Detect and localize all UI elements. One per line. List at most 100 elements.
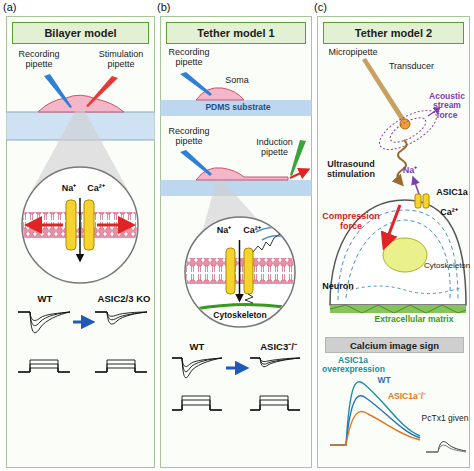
stimulus-trace <box>95 368 147 372</box>
calcium-trace <box>426 442 466 452</box>
genotype-label: ASIC2/3 KO <box>96 294 152 304</box>
ion-label: Na⁺ <box>58 184 80 194</box>
section-band: Calcium image sign <box>325 337 464 353</box>
ion-flow-arrow <box>414 180 419 194</box>
trace-label: ASIC1a⁻/⁻ <box>382 392 432 401</box>
channel <box>226 248 235 294</box>
current-trace <box>18 312 70 333</box>
ion-flow-arrow <box>79 198 81 258</box>
ion-label: Ca²⁺ <box>84 184 108 194</box>
ion-label: Na⁺ <box>213 226 235 236</box>
stimulus-trace <box>172 405 222 410</box>
current-trace <box>172 358 222 372</box>
title-text: Calcium image sign <box>350 340 439 351</box>
lipid-bilayer <box>20 212 142 238</box>
callout-circle <box>22 167 138 283</box>
cell <box>38 95 124 112</box>
pipette-label: Induction pipette <box>252 138 297 158</box>
tension-arrow <box>33 224 63 227</box>
structure-label: Extracellular matrix <box>364 315 464 324</box>
stimulus-trace <box>172 396 222 410</box>
genotype-label: WT <box>30 294 60 304</box>
panel-title-box: Bilayer model <box>12 22 149 44</box>
stimulus-trace <box>250 396 300 410</box>
trace-label: PcTx1 given <box>420 414 470 423</box>
calcium-trace <box>330 411 420 445</box>
pipette-label: Stimulation pipette <box>92 50 150 70</box>
ultrasound-wave <box>397 140 406 182</box>
device-label: Transducer <box>384 62 439 72</box>
force-label: Acoustic stream force <box>424 92 470 120</box>
channel <box>244 248 253 294</box>
panel-b-art <box>161 72 312 410</box>
stimulus-trace <box>95 364 147 372</box>
ion-label: Na⁺ <box>399 166 421 176</box>
stimulus-trace <box>18 368 70 372</box>
panel-title-box: Tether model 1 <box>166 22 306 44</box>
genotype-label: WT <box>182 342 212 352</box>
panel-a-art <box>7 74 155 372</box>
ion-flow-arrow <box>239 240 241 298</box>
pipette-label: Micropipette <box>322 48 384 58</box>
stimulus-trace <box>172 396 300 410</box>
pipette-label: Recording pipette <box>14 50 64 70</box>
ion-label: Ca²⁺ <box>436 208 462 218</box>
force-label: Compression force <box>322 212 380 232</box>
cytoskeleton-fiber <box>195 304 285 309</box>
pull-arrow <box>290 171 305 178</box>
extracellular-fiber <box>256 227 292 234</box>
title-text: Tether model 2 <box>355 27 432 39</box>
channel-label: ASIC1a <box>434 188 470 198</box>
matrix-fiber <box>330 305 466 313</box>
channel <box>84 200 94 250</box>
cytoskeleton-fiber <box>346 220 450 298</box>
title-text: Tether model 1 <box>197 27 274 39</box>
current-trace <box>172 358 300 378</box>
cell-label: Neuron <box>320 282 356 292</box>
recording-pipette <box>44 74 72 108</box>
current-trace <box>18 312 147 333</box>
stimulus-trace <box>18 360 147 372</box>
trace-label: WT <box>374 376 394 385</box>
ion-label: Ca²⁺ <box>240 226 264 236</box>
stimulus-trace <box>250 405 300 410</box>
structure-label: Cytoskeleton <box>424 262 470 271</box>
genotype-label: ASIC3⁻/⁻ <box>256 342 301 352</box>
current-trace <box>250 358 300 367</box>
trace-label: ASIC1a overexpression <box>322 356 384 375</box>
cytoskeleton-fiber <box>350 286 460 294</box>
tension-arrow <box>97 224 127 227</box>
stimulus-trace <box>18 360 70 372</box>
stimulus-label: Ultrasound stimulation <box>320 160 382 180</box>
calcium-trace <box>426 445 466 452</box>
substrate <box>161 180 312 196</box>
panel-letter: (a) <box>3 1 16 13</box>
tether-spring <box>253 234 280 252</box>
channel <box>415 194 421 208</box>
pipette-label: Recording pipette <box>164 127 214 147</box>
cell-label: Soma <box>222 76 252 86</box>
panel-title-box: Tether model 2 <box>323 22 464 44</box>
channel <box>66 200 76 250</box>
compression-arrow <box>386 205 400 242</box>
extracellular-matrix <box>330 305 466 313</box>
stimulation-pipette <box>86 76 118 107</box>
panel-letter: (b) <box>157 1 170 13</box>
title-text: Bilayer model <box>44 27 116 39</box>
recording-pipette <box>180 150 212 176</box>
comparison-arrow <box>226 367 242 370</box>
current-trace <box>172 358 222 378</box>
substrate-label: PDMS substrate <box>198 103 278 112</box>
nucleus <box>383 238 427 272</box>
calcium-trace <box>330 396 420 445</box>
stimulus-trace <box>18 364 70 372</box>
structure-label: Cytoskeleton <box>208 311 272 320</box>
acoustic-field <box>387 113 430 147</box>
channel <box>423 194 429 208</box>
pipette-label: Recording pipette <box>164 48 214 68</box>
stimulus-trace <box>172 400 222 410</box>
stimulus-trace <box>95 360 147 372</box>
stimulus-trace <box>250 400 300 410</box>
acoustic-field <box>374 103 442 158</box>
